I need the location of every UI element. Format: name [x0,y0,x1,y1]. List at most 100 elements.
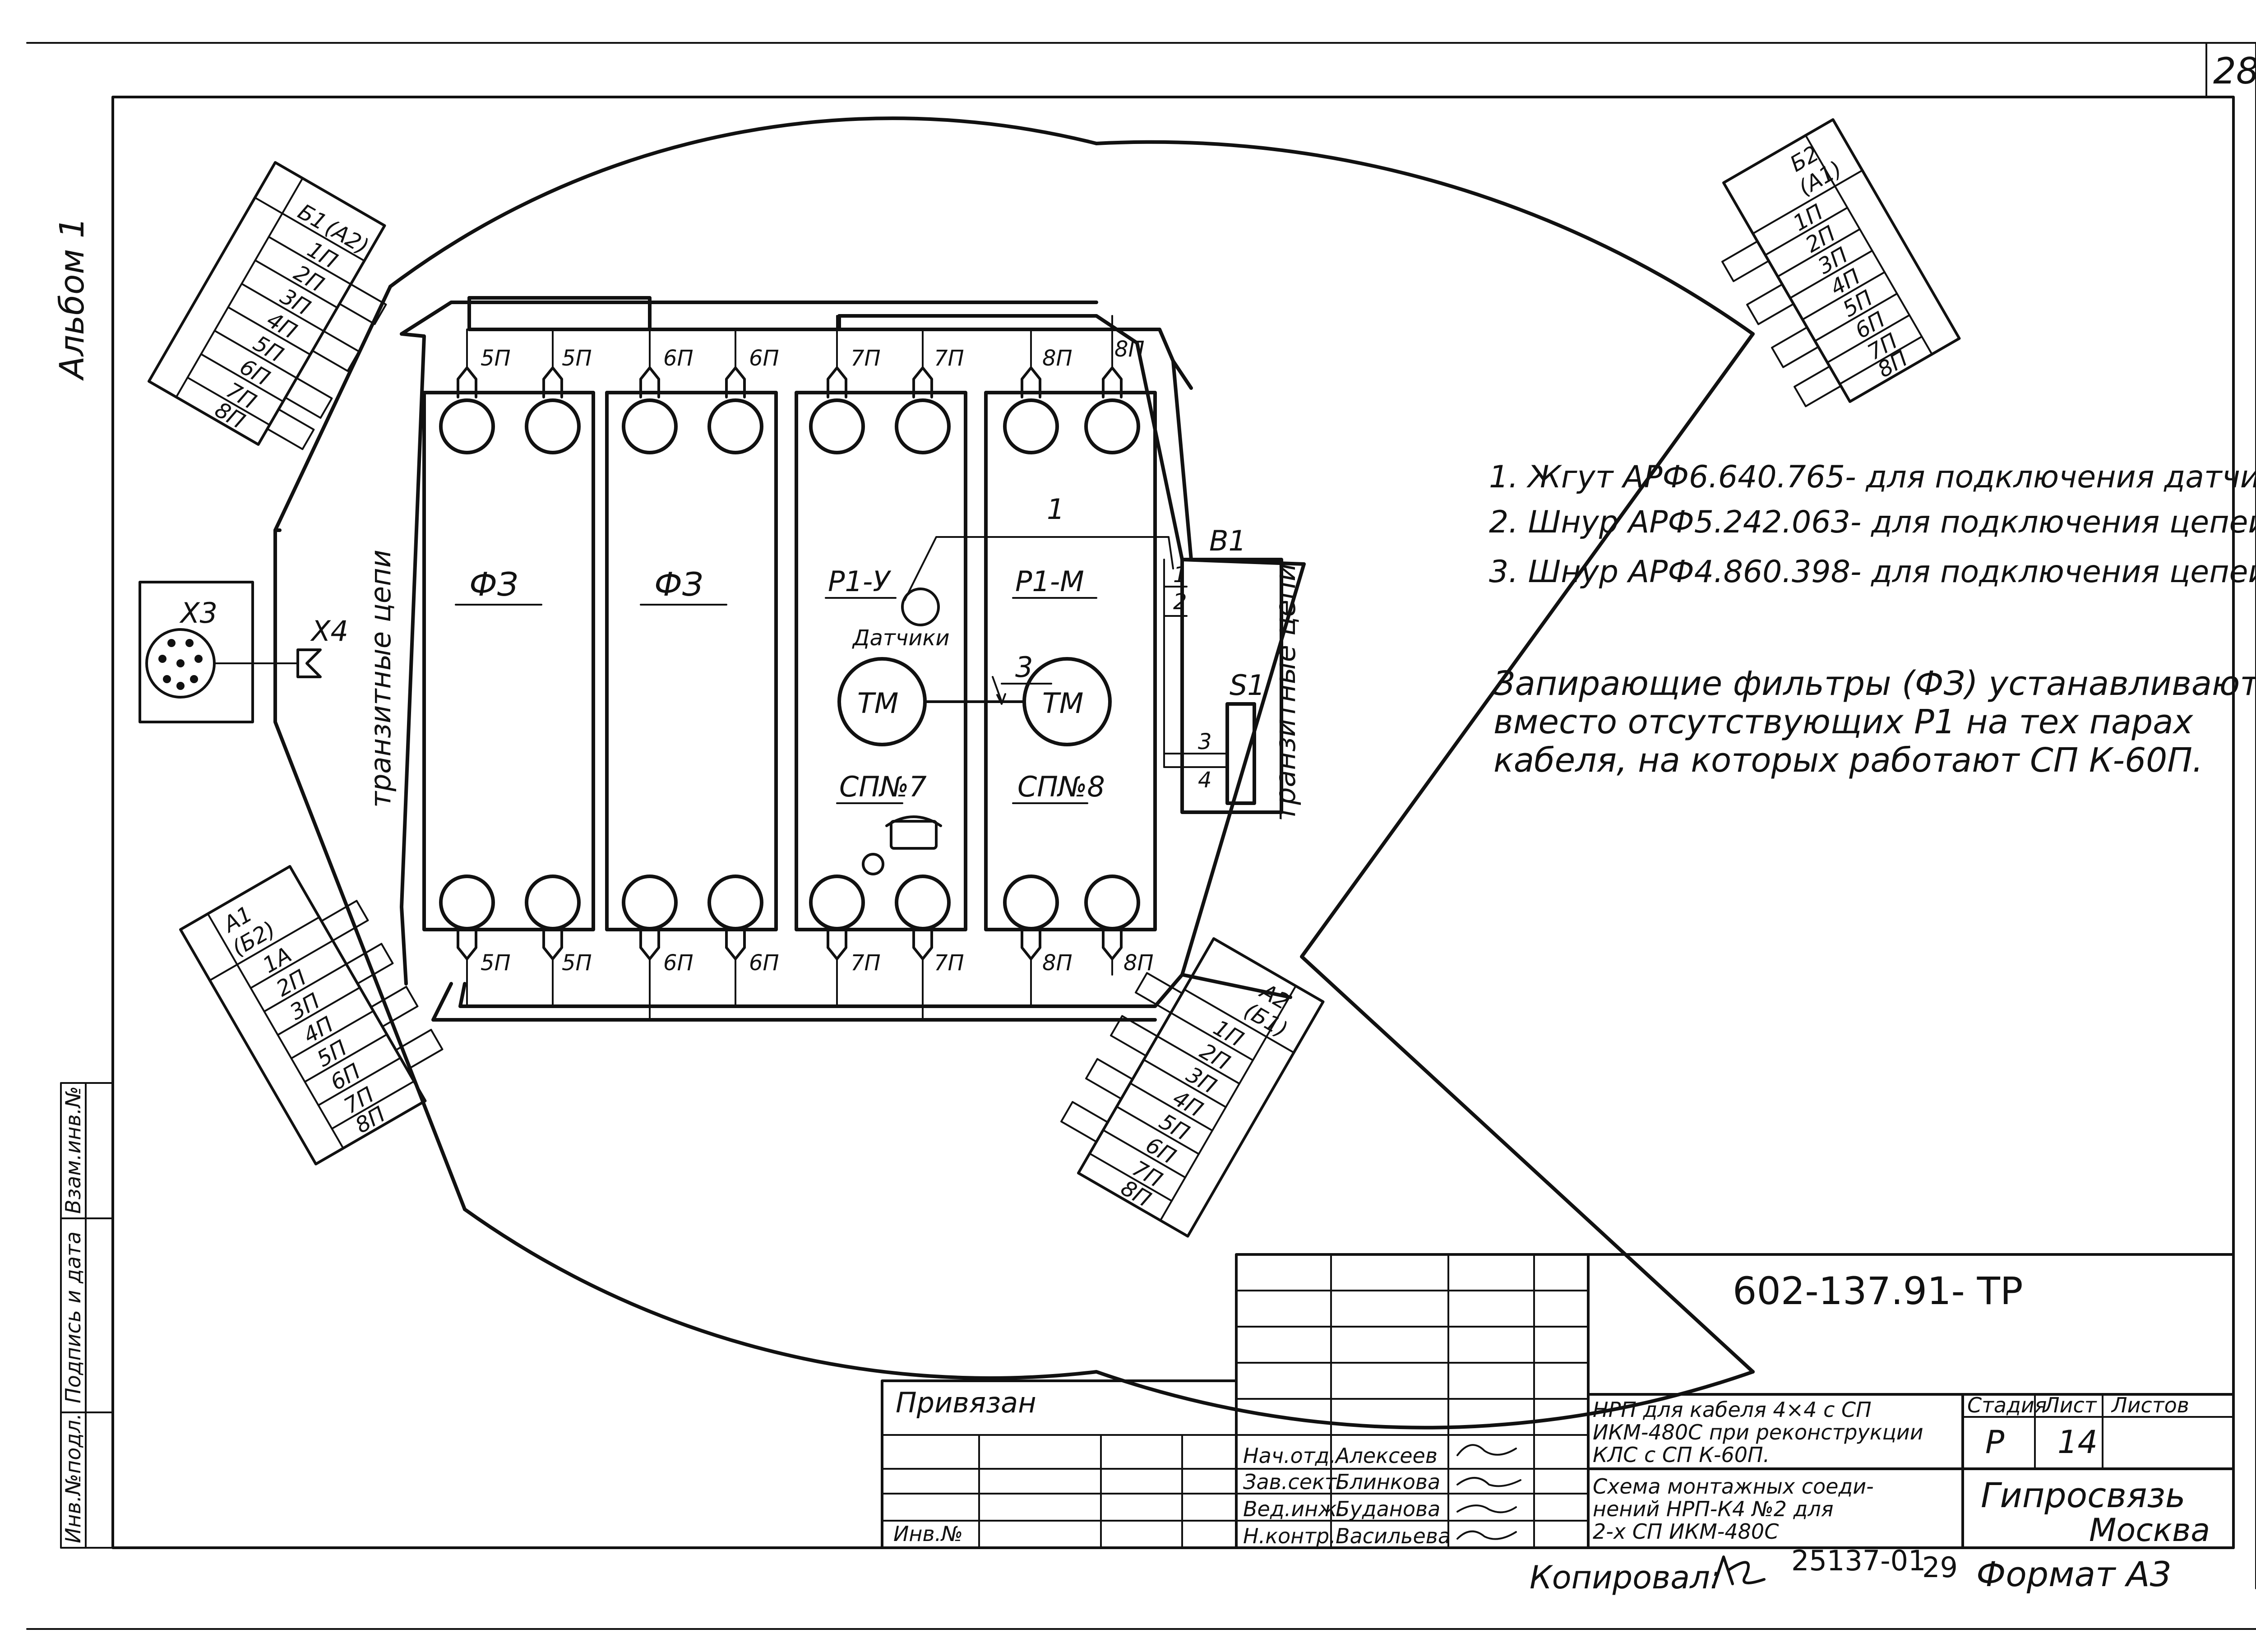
transit-right-label: транзитные цепи [1269,563,1302,821]
signature-mark [1456,1530,1517,1540]
object-title-line: ИКМ-480С при реконструкции [1593,1420,1923,1444]
module-4-name: СП№8 [1017,770,1105,803]
org-name: Гипросвязь [1981,1475,2186,1515]
sheet-value: 14 [2057,1424,2098,1461]
module-3-bottom-pin: 7П [851,950,881,976]
wire-mark-3: 3 [1198,729,1212,754]
filter-note-line-1: Запирающие фильтры (ФЗ) устанавливаются [1493,664,2256,703]
sig-role: Зав.сект. [1243,1470,1343,1494]
side-stamp: Инв.№подл. Подпись и дата Взам.инв.№ [60,1082,114,1549]
module-2-top-pin: 6П [663,346,693,371]
telephone-icon [890,820,938,850]
transit-left: транзитные цепи [364,550,397,808]
sig-name: Буданова [1336,1497,1440,1521]
module-4-bottom-pin: 8П [1123,950,1154,976]
note-2: 2. Шнур АРФ5.242.063- для подключения це… [1489,504,2256,540]
filter-note-line-3: кабеля, на которых работают СП К-60П. [1493,741,2203,780]
tm-link: 3 [924,651,1052,705]
connector-x3-label: Х3 [179,597,217,629]
sig-role: Вед.инж. [1243,1497,1343,1521]
indicator-icon [862,853,884,875]
module-2-bottom-pin: 6П [663,950,693,976]
cable-harness [400,296,1306,1022]
notes: 1. Жгут АРФ6.640.765- для подключения да… [1489,459,2256,590]
module-r1-u: 7П 7П 7П 7П Р1-У Датчики ТМ СП№7 [795,315,1174,1021]
module-2-title: ФЗ [654,565,703,603]
inv-label: Инв.№ [893,1522,963,1546]
module-3-top-pin: 7П [851,346,881,371]
module-3-bottom-pin: 7П [934,950,964,976]
module-1-bottom-pin: 5П [481,950,511,976]
module-4-bottom-pin: 8П [1042,950,1073,976]
module-2-bottom-pin: 6П [749,950,779,976]
sheet-header: Лист [2043,1393,2097,1417]
copy-line: Копировал: 25137-01 29 Формат А3 [1530,1544,2172,1596]
note-1: 1. Жгут АРФ6.640.765- для подключения да… [1489,459,2256,495]
module-1-top-pin: 5П [562,346,592,371]
harness-mark-1-text: 1 [1047,493,1064,526]
wire-mark-1: 1 [1173,562,1187,588]
sheet-frame [26,42,2256,1630]
switch-s1-icon [1225,702,1256,805]
bound-label: Привязан [896,1386,1036,1419]
signature-mark [1456,1477,1521,1487]
module-3-tm: ТМ [857,687,898,720]
block-b1-label: В1 [1209,524,1246,557]
title-block: 602-137.91- ТР Привязан Инв.№ Нач.отд. А… [881,1253,2235,1549]
module-1-title: ФЗ [469,565,518,603]
album-label-text: Альбом 1 [53,217,92,381]
module-2-top-pin: 6П [749,346,779,371]
wire-mark-4: 4 [1198,768,1212,793]
note-3: 3. Шнур АРФ4.860.398- для подключения це… [1489,554,2256,590]
transit-left-label: транзитные цепи [364,550,397,808]
sig-role: Н.контр. [1243,1524,1336,1548]
filter-note: Запирающие фильтры (ФЗ) устанавливаются … [1493,664,2256,780]
wire-mark-2: 2 [1173,589,1187,615]
connector-x4-label: Х4 [310,615,348,648]
terminal-block-right-upper: Б2 (А1) 1П 2П 3П 4П 5П 6П 7П 8П [1721,118,1961,407]
harness-mark-1: 1 [1047,493,1064,526]
signature-mark [1456,1444,1517,1456]
module-3-top-pin: 7П [934,346,964,371]
designation: 602-137.91- ТР [1733,1269,2023,1313]
org-city: Москва [2089,1512,2210,1549]
harness-mark-3: 3 [1015,651,1033,684]
sheet-title-line: Схема монтажных соеди- [1593,1474,1874,1499]
copy-number: 29 [1922,1551,1958,1584]
stamp-replace-label: Взам.инв.№ [61,1086,85,1214]
sig-name: Блинкова [1336,1470,1440,1494]
object-title-line: КЛС с СП К-60П. [1593,1443,1770,1467]
module-1-bottom-pin: 5П [562,950,592,976]
module-4-top-pin: 8П [1042,346,1073,371]
connector-x3: Х3 [139,581,299,723]
copied-label: Копировал: [1530,1559,1721,1596]
signature-mark [1456,1504,1517,1513]
stage-value: Р [1985,1424,2005,1461]
sheet-title-line: 2-х СП ИКМ-480С [1593,1519,1779,1544]
connector-x4: Х4 [296,615,348,678]
sensor-jack-icon [901,588,940,626]
terminal-block-left-lower: А1 (Б2) 1А 2П 3П 4П 5П 6П 7П 8П [179,865,444,1166]
module-4-title: Р1-М [1015,565,1084,598]
module-r1-m: 8П 8П 8П 8П Р1-М ТМ СП№8 [984,315,1157,1007]
album-label: Альбом 1 [53,217,92,381]
stamp-inv-label: Инв.№подл. [61,1413,85,1543]
sensors-label: Датчики [852,625,950,651]
switch-s1-label: S1 [1230,669,1265,702]
order-number: 25137-01 [1791,1544,1926,1577]
module-3-title: Р1-У [828,565,892,598]
sheet-title-line: нений НРП-К4 №2 для [1593,1497,1834,1521]
module-1-top-pin: 5П [481,346,511,371]
sig-name: Васильева [1336,1524,1451,1548]
object-title-line: НРП для кабеля 4×4 с СП [1593,1397,1872,1422]
copyist-signature [1713,1555,1766,1585]
format-label: Формат А3 [1976,1554,2172,1594]
transit-right: транзитные цепи [1269,563,1302,821]
housing-outline [273,116,1755,1430]
module-fz-1: 5П 5П 5П 5П ФЗ [422,329,595,1007]
filter-note-line-2: вместо отсутствующих Р1 на тех парах [1493,703,2194,741]
sheets-header: Листов [2111,1393,2189,1417]
terminal-block-right-lower: А2 (Б1) 1П 2П 3П 4П 5П 6П 7П 8П [1060,937,1325,1238]
stage-header: Стадия [1967,1393,2047,1417]
